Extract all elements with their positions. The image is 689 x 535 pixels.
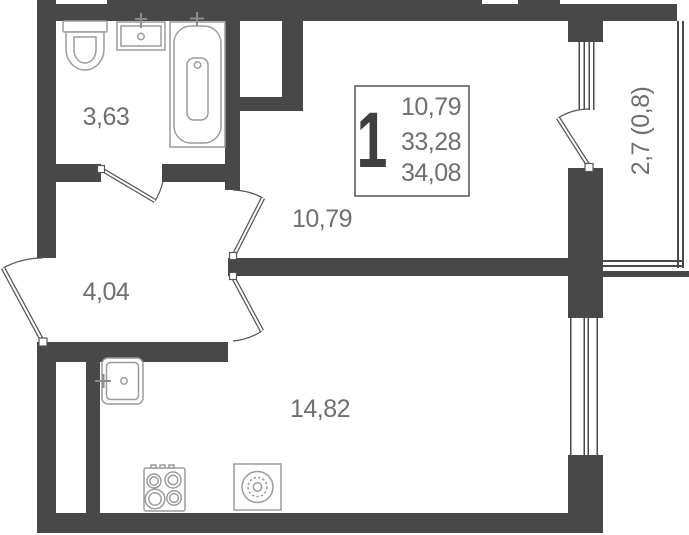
balcony-wall-bottom-inner bbox=[603, 260, 684, 262]
room-door-leaf-core bbox=[232, 197, 264, 258]
wall-shaft-bottom bbox=[240, 97, 303, 111]
window-line bbox=[583, 42, 585, 110]
stove-burner bbox=[167, 474, 179, 486]
bathroom-sink-fixture bbox=[116, 13, 166, 51]
wall-top-raised-mid bbox=[107, 0, 482, 6]
kitchen-door-arc bbox=[232, 330, 263, 342]
room-door-arc bbox=[232, 189, 264, 199]
balcony-wall-right-inner bbox=[677, 21, 679, 268]
window-line bbox=[593, 42, 595, 110]
stove-knob bbox=[159, 464, 166, 469]
balcony-area-label: 2,7 (0,8) bbox=[627, 87, 655, 176]
wall-shaft-stub bbox=[282, 21, 303, 97]
window-line bbox=[583, 318, 585, 455]
bathroom-door-arc bbox=[154, 180, 164, 202]
entrance-door-hinge bbox=[38, 337, 48, 347]
washer-hub bbox=[252, 482, 263, 492]
stove-knob bbox=[150, 464, 157, 469]
bathtub-drain bbox=[193, 61, 202, 69]
wall-bottom bbox=[37, 513, 603, 533]
balcony-door bbox=[556, 108, 594, 173]
kitchen-area-label: 14,82 bbox=[290, 395, 350, 423]
balcony-door-leaf-core bbox=[557, 117, 591, 169]
stove-burner bbox=[168, 492, 180, 504]
room-door bbox=[228, 189, 266, 261]
wall-left-lower bbox=[37, 342, 56, 533]
wall-hall-bottom bbox=[56, 342, 228, 362]
window-line bbox=[587, 318, 589, 455]
kitchen-sink-drain bbox=[120, 377, 128, 385]
balcony-door-window bbox=[578, 42, 595, 110]
balcony-walls bbox=[603, 21, 684, 268]
stove-fixture bbox=[143, 464, 186, 512]
toilet-tank bbox=[62, 20, 108, 33]
legend: 1 10,79 33,28 34,08 bbox=[354, 85, 470, 197]
wall-right-middle bbox=[568, 168, 603, 318]
legend-rooms-count: 1 bbox=[357, 96, 388, 184]
wall-room-kitchen-divider bbox=[228, 258, 568, 276]
kitchen-door-hinge bbox=[228, 271, 238, 281]
bathroom-area-label: 3,63 bbox=[83, 103, 130, 131]
window-line bbox=[588, 42, 590, 110]
wall-balcony-lower-band bbox=[603, 271, 689, 277]
entrance-door-leaf-core bbox=[2, 267, 44, 343]
walls bbox=[37, 0, 689, 533]
bathroom-door-leaf-core bbox=[100, 168, 156, 202]
wall-bathroom-right bbox=[225, 21, 240, 190]
entrance-door bbox=[1, 257, 48, 347]
bathroom-door bbox=[96, 164, 164, 203]
balcony-door-hinge bbox=[584, 162, 594, 173]
window-line bbox=[596, 318, 598, 455]
washing-machine-fixture bbox=[233, 463, 282, 511]
wall-bathroom-bottom-left bbox=[56, 164, 101, 182]
stove-burner bbox=[148, 492, 162, 506]
sink-drain bbox=[137, 32, 145, 41]
kitchen-door bbox=[228, 271, 264, 342]
bathtub-basin bbox=[186, 57, 209, 121]
wall-right-bottom bbox=[568, 455, 603, 513]
legend-box bbox=[354, 85, 470, 197]
stove-burner bbox=[149, 476, 159, 486]
balcony-wall-right-outer bbox=[682, 21, 684, 268]
kitchen-door-leaf-core bbox=[232, 276, 263, 332]
wall-right-stub-top bbox=[568, 21, 603, 42]
kitchen-window bbox=[570, 318, 598, 455]
wall-top-main bbox=[37, 4, 677, 21]
wall-top-raised-right bbox=[518, 0, 560, 6]
legend-living-area: 33,28 bbox=[401, 128, 461, 156]
toilet-fixture bbox=[62, 20, 108, 71]
legend-total-area: 34,08 bbox=[401, 159, 461, 187]
wall-bathroom-bottom-right bbox=[162, 164, 240, 182]
stove-knob bbox=[168, 464, 175, 469]
hallway-area-label: 4,04 bbox=[83, 278, 130, 306]
balcony-door-arc bbox=[557, 108, 591, 119]
kitchen-sink-fixture bbox=[95, 357, 144, 405]
wall-left-upper bbox=[37, 0, 56, 258]
toilet-bowl-inner bbox=[73, 36, 97, 64]
bathtub-fixture bbox=[169, 12, 226, 148]
window-line bbox=[578, 42, 580, 110]
room-door-hinge bbox=[228, 251, 238, 261]
entrance-door-arc bbox=[2, 257, 44, 269]
bathroom-door-hinge bbox=[96, 164, 106, 174]
room-area-label: 10,79 bbox=[292, 205, 352, 233]
legend-room-area: 10,79 bbox=[401, 93, 461, 121]
balcony-wall-bottom-outer bbox=[603, 265, 684, 267]
wall-kitchen-shaft-column bbox=[86, 362, 100, 513]
window-line bbox=[570, 318, 572, 455]
